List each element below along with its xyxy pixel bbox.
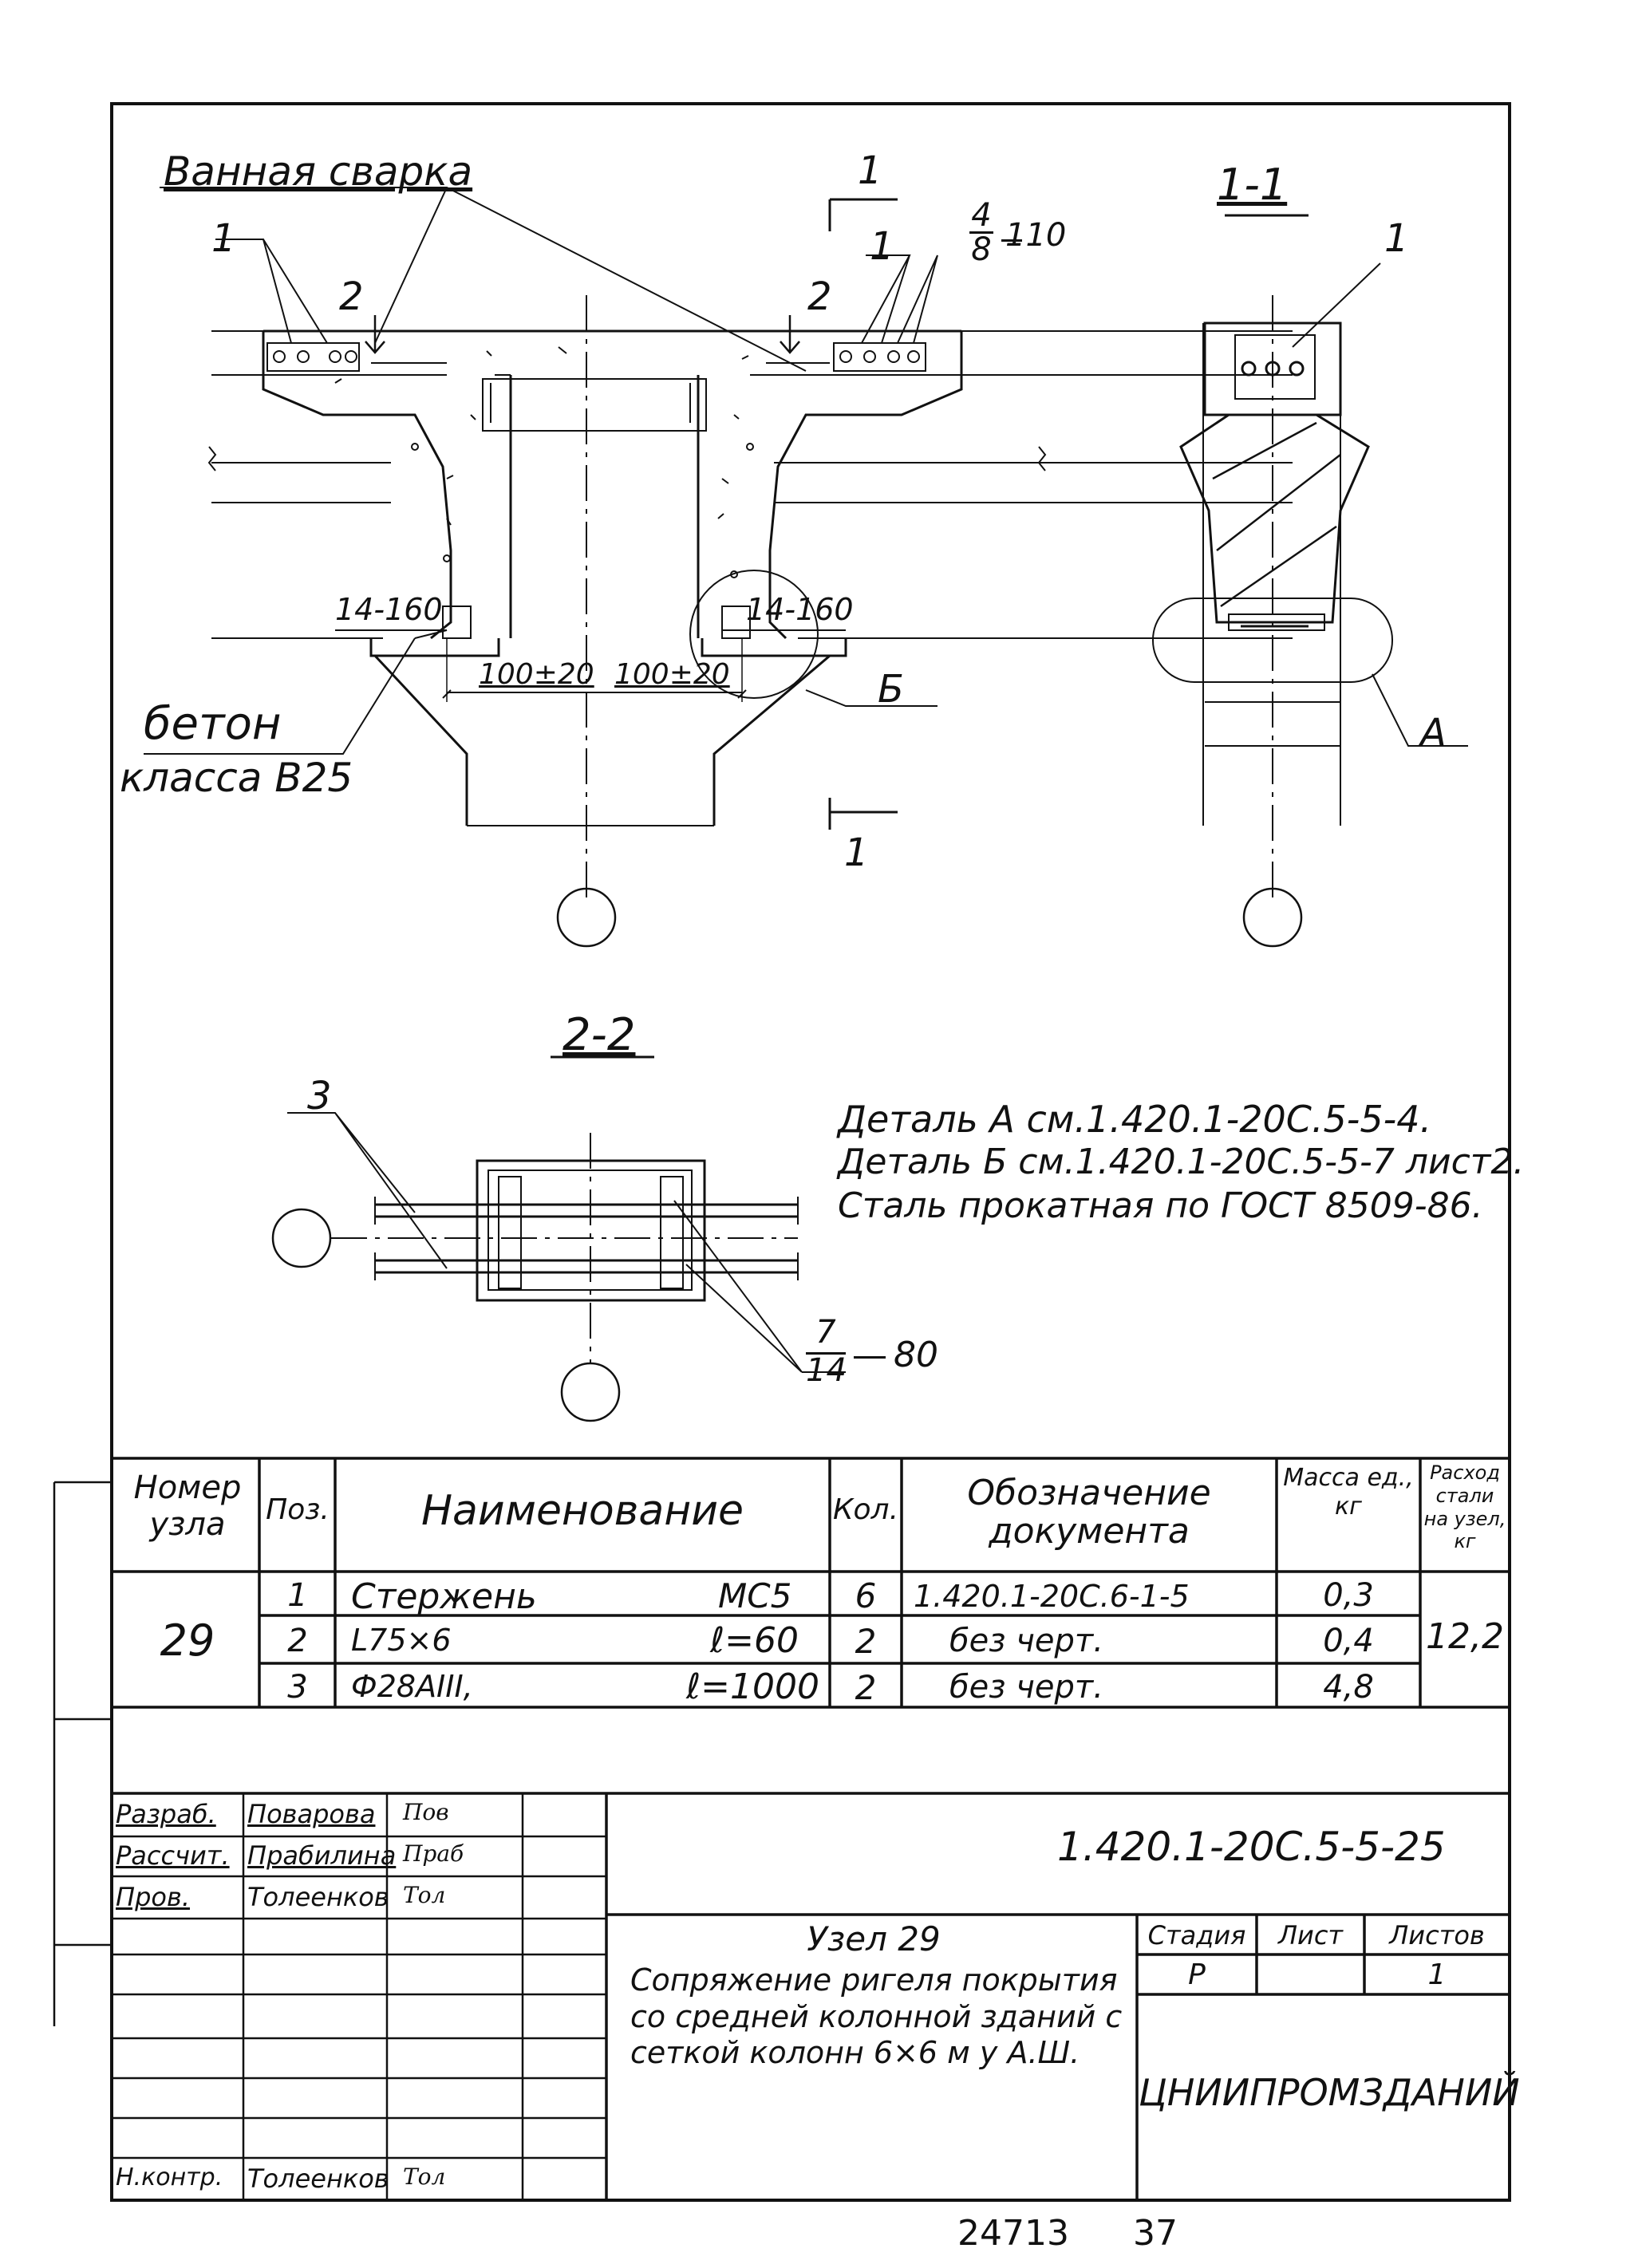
spec-table-grid [112, 1457, 1510, 1795]
row-1-qty: 6 [855, 1576, 877, 1615]
role-checked: Пров. [116, 1882, 190, 1912]
node-description: Сопряжение ригеля покрытия со средней ко… [630, 1962, 1123, 2071]
organization-name: ЦНИИПРОМЗДАНИЙ [1139, 2071, 1520, 2114]
weld-frac-top-den: 8 [969, 231, 993, 266]
weld-frac-bot-den: 14 [806, 1352, 847, 1389]
note-1: Деталь А см.1.420.1-20С.5-5-4. [838, 1098, 1432, 1141]
header-name: Наименование [420, 1487, 744, 1535]
weld-frac-top-len: 110 [1005, 217, 1067, 254]
name-calculated: Прабилина [247, 1840, 397, 1871]
weld-label: Ванная сварка [164, 148, 473, 195]
steel-total: 12,2 [1426, 1616, 1504, 1657]
pos-2-right: 2 [807, 274, 832, 319]
name-norm-control: Толеенков [247, 2163, 389, 2194]
node-title: Узел 29 [807, 1919, 941, 1958]
section-1-1-title: 1-1 [1217, 160, 1288, 210]
sheets-value: 1 [1427, 1958, 1447, 1991]
row-3-name: Ф28АIII, [351, 1669, 473, 1704]
section-2-2 [271, 1055, 846, 1422]
row-3-mass: 4,8 [1323, 1669, 1374, 1706]
name-developer: Поварова [247, 1799, 376, 1829]
row-2-pos: 2 [287, 1623, 308, 1659]
detail-b-mark: Б [878, 667, 904, 712]
row-3-doc: без черт. [949, 1669, 1103, 1706]
row-3-pos: 3 [287, 1669, 308, 1706]
pos-1-left: 1 [211, 216, 236, 261]
pos-3: 3 [307, 1074, 332, 1118]
weld-frac-bot-len: 80 [894, 1335, 938, 1375]
cut-mark-top: 1 [858, 148, 882, 193]
row-1-name: Стержень [351, 1576, 537, 1617]
section-2-2-title: 2-2 [562, 1009, 636, 1061]
header-doc: Обозначение документа [967, 1473, 1211, 1552]
binding-strip [53, 1481, 112, 2026]
footer-page: 37 [1133, 2213, 1178, 2254]
dim-100-20-left: 100±20 [479, 658, 594, 691]
row-1-mass: 0,3 [1323, 1577, 1374, 1614]
sheets-label: Листов [1389, 1920, 1485, 1950]
concrete-label-1: бетон [144, 698, 282, 750]
row-2-doc: без черт. [949, 1623, 1103, 1659]
section-1-1 [1152, 214, 1468, 948]
signature-norm-control: Тол [403, 2163, 446, 2190]
weld-dash-bot [854, 1356, 886, 1359]
signature-developer: Пов [403, 1799, 449, 1825]
title-block-grid [112, 1793, 1510, 2200]
sheet-frame [110, 102, 1511, 2202]
stage-label: Стадия [1147, 1920, 1246, 1950]
row-2-name: L75×6 [351, 1623, 452, 1658]
sheet-label: Лист [1277, 1920, 1344, 1950]
row-1-mark: МС5 [718, 1576, 792, 1615]
role-calculated: Рассчит. [116, 1840, 230, 1871]
front-view [144, 187, 1293, 948]
stage-value: Р [1188, 1958, 1206, 1991]
row-1-pos: 1 [287, 1577, 308, 1614]
header-mass: Масса ед., кг [1283, 1464, 1414, 1521]
row-2-mark: ℓ=60 [710, 1620, 799, 1661]
pos-2-left: 2 [339, 274, 364, 319]
weld-frac-top-num: 4 [971, 197, 992, 234]
header-qty: Кол. [832, 1493, 899, 1526]
header-node: Номер узла [133, 1469, 242, 1543]
concrete-label-2: класса В25 [120, 755, 353, 801]
signature-calculated: Праб [403, 1840, 464, 1867]
weld-dash-top [1001, 239, 1022, 242]
name-checked: Толеенков [247, 1882, 389, 1912]
row-3-mark: ℓ=1000 [686, 1666, 820, 1707]
note-3: Сталь прокатная по ГОСТ 8509-86. [838, 1185, 1483, 1226]
dim-100-20-right: 100±20 [614, 658, 730, 691]
role-norm-control: Н.контр. [116, 2163, 223, 2191]
document-code: 1.420.1-20С.5-5-25 [1057, 1824, 1446, 1870]
weld-frac-bot-num: 7 [815, 1314, 836, 1351]
weld-14-160-right: 14-160 [746, 592, 854, 627]
row-2-qty: 2 [855, 1622, 877, 1661]
note-2: Деталь Б см.1.420.1-20С.5-5-7 лист2. [838, 1142, 1525, 1182]
row-3-qty: 2 [855, 1668, 877, 1707]
pos-1-section: 1 [1384, 216, 1409, 261]
row-2-mass: 0,4 [1323, 1623, 1374, 1659]
role-developer: Разраб. [116, 1799, 216, 1829]
pos-1-right: 1 [870, 224, 894, 269]
signature-checked: Тол [403, 1882, 446, 1908]
weld-14-160-left: 14-160 [335, 592, 443, 627]
footer-number: 24713 [957, 2213, 1069, 2254]
header-pos: Поз. [266, 1493, 330, 1526]
row-1-doc: 1.420.1-20С.6-1-5 [914, 1579, 1190, 1614]
cut-mark-bottom: 1 [844, 830, 869, 875]
node-number: 29 [160, 1615, 215, 1666]
header-steel: Расход стали на узел, кг [1423, 1461, 1506, 1553]
detail-a-mark: А [1420, 711, 1447, 755]
